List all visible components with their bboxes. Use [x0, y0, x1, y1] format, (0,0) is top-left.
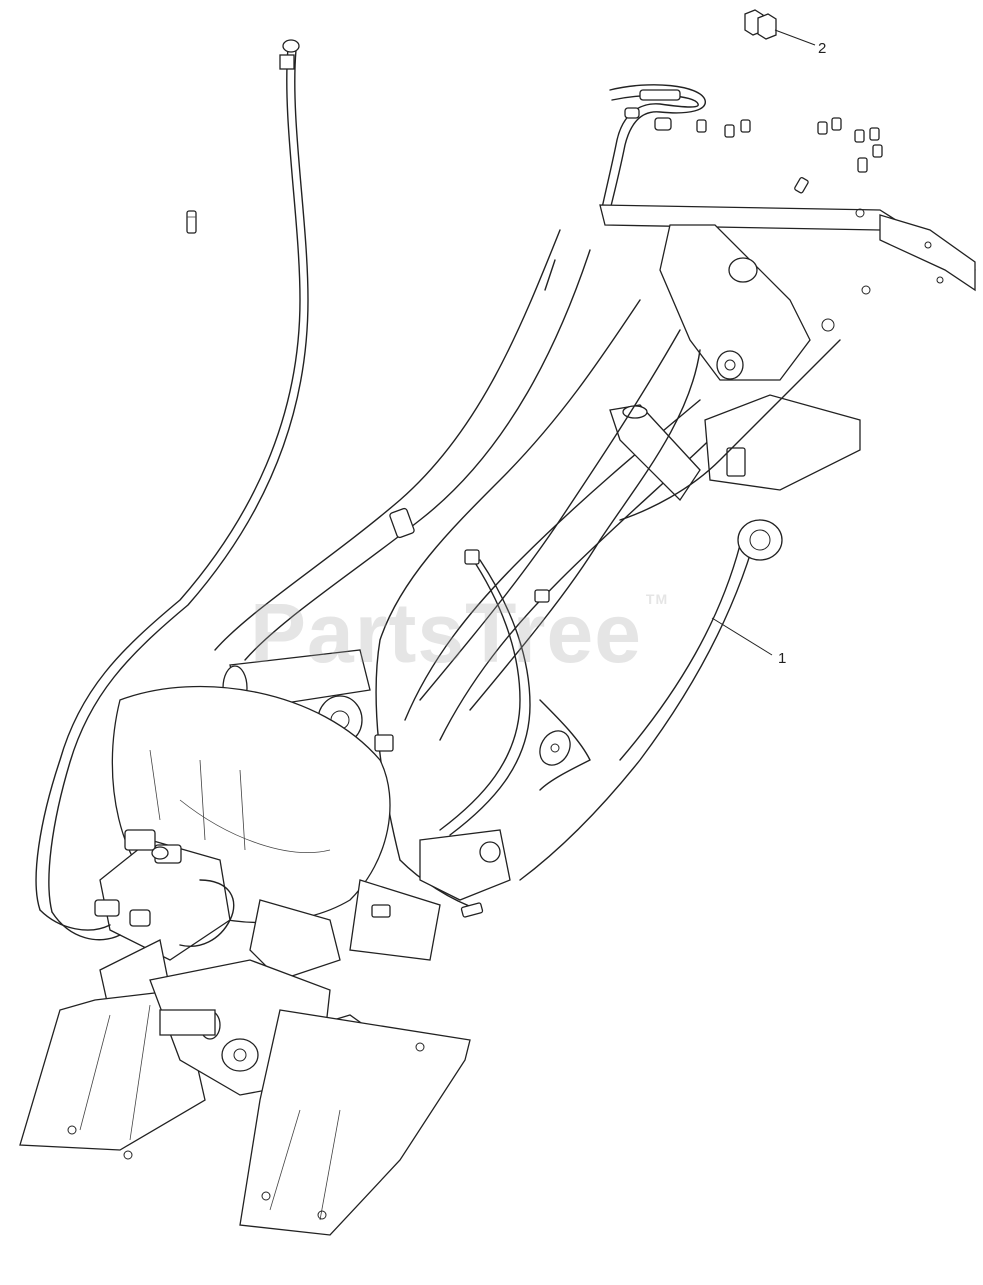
loose-fittings-cluster	[696, 117, 883, 194]
callout-2-label: 2	[818, 40, 827, 57]
lower-bracket	[249, 829, 511, 981]
upper-pivot-bracket	[659, 224, 835, 381]
callout-1-leader	[711, 617, 773, 656]
fittings-kit	[744, 9, 816, 46]
right-mount-foot	[239, 1009, 471, 1236]
left-mount-foot	[19, 939, 206, 1160]
loose-fitting-left	[186, 210, 197, 234]
frame-side-rails	[439, 554, 591, 836]
long-hydraulic-hose	[35, 39, 309, 913]
pump-valve-block	[39, 829, 235, 961]
lift-arm-left	[214, 229, 591, 661]
lift-cylinder	[609, 394, 861, 561]
callout-1-label: 1	[778, 650, 787, 667]
upper-mount-plate	[599, 204, 976, 295]
upper-hose-loop	[601, 84, 706, 211]
